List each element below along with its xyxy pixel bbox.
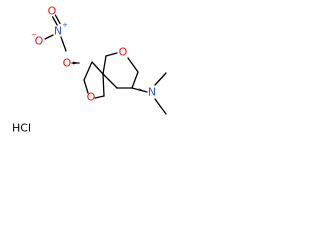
atom-nitrogen-amine: N [148, 86, 156, 99]
bond-n-o-top-double-b [54, 14, 61, 25]
charge-oxygen-minus: − [31, 31, 37, 39]
bond-ring-o-c1 [94, 95, 105, 99]
bond-ring-c3a-c3a [102, 73, 118, 89]
atom-oxygen-ester: O [63, 57, 72, 70]
atom-oxygen-nitro-left: O [35, 35, 44, 48]
charge-nitrogen-plus: + [62, 21, 68, 29]
molecule-structure: O O − N + O O O N HCl [12, 5, 167, 135]
bond-c-n-amine [131, 87, 148, 93]
wedge-bond-nitrate-carbon [73, 61, 79, 65]
bond-n-o-top-double-a [51, 16, 58, 26]
bond-ring-c6a-o [105, 52, 118, 57]
bond-ring-c3a-c6a [102, 55, 107, 75]
bond-n-methyl-down [154, 98, 167, 115]
bond-ring-c1-c3a [102, 73, 105, 97]
bond-n-o-left [44, 34, 54, 40]
bond-ring-c3-c2 [83, 61, 93, 81]
bond-ring-c3-c3a [91, 61, 104, 75]
atom-oxygen-nitro-top: O [48, 5, 57, 18]
salt-label: HCl [12, 122, 31, 135]
atom-oxygen-ring-lower: O [87, 91, 96, 104]
bond-n-o-ester [60, 36, 67, 52]
bond-ring-c2-o [83, 79, 89, 94]
bond-ring-c5-c6 [131, 71, 139, 89]
bond-ring-o-c5 [127, 57, 139, 73]
atom-oxygen-ring-upper: O [119, 46, 128, 59]
atom-nitrogen-nitro: N [54, 25, 62, 38]
bond-n-methyl-up [154, 72, 167, 86]
